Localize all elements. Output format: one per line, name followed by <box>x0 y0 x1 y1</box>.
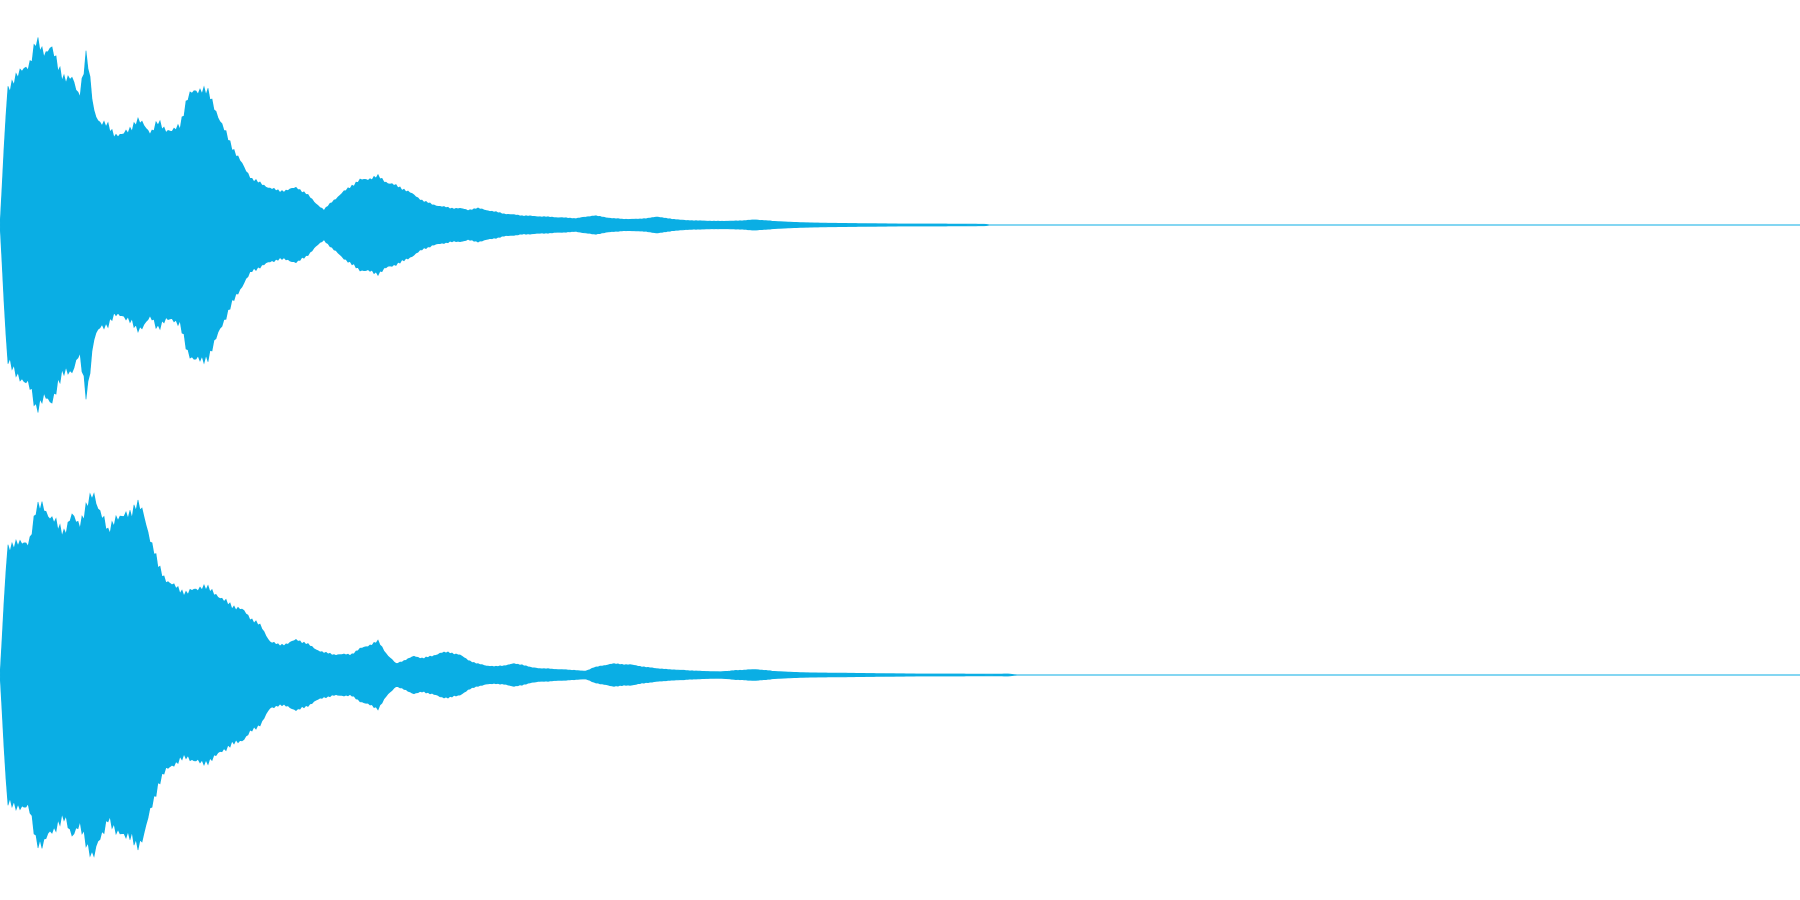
channel-1-waveform <box>0 37 1800 413</box>
channel-2-waveform <box>0 492 1800 858</box>
